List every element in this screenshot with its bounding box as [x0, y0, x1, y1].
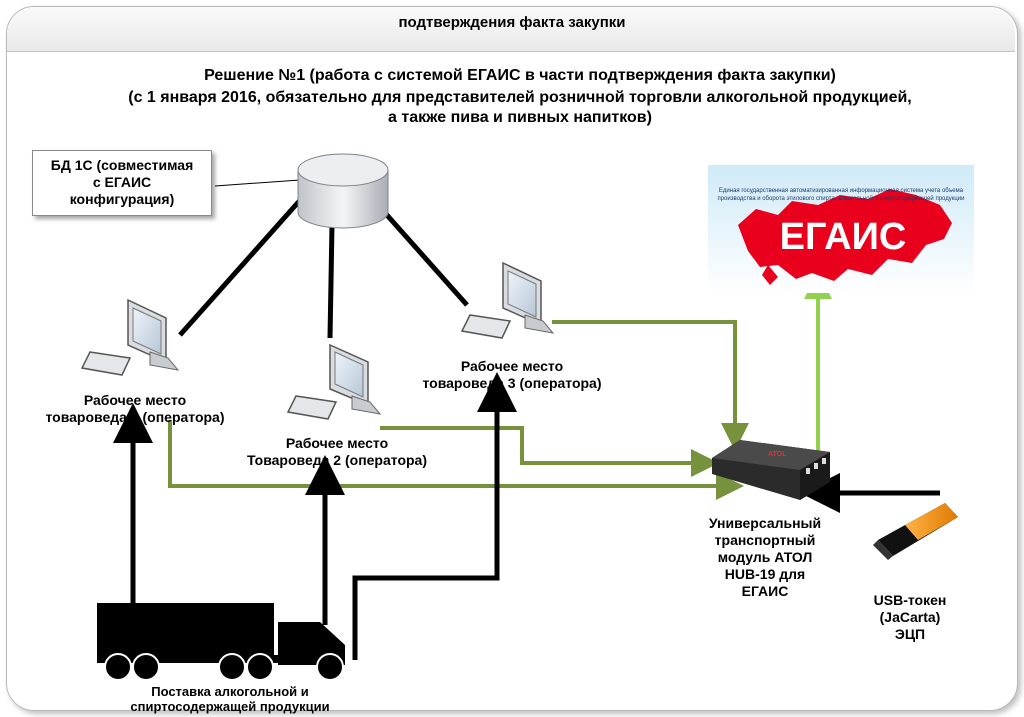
db-link-ws2	[327, 224, 335, 339]
workstation-1-label-line2: товароведа 1 (оператора)	[45, 409, 225, 425]
callout-pointer	[214, 179, 301, 187]
usb-token-label-line1: USB-токен	[873, 592, 947, 608]
hub-label-line4: HUB-19 для	[724, 566, 806, 582]
solution-title-line1: Решение №1 (работа с системой ЕГАИС в ча…	[204, 67, 836, 84]
egais-caption-line1: Единая государственная автоматизированна…	[718, 188, 964, 194]
database-label-line2: с ЕГАИС	[92, 174, 152, 190]
workstation-1-label: Рабочее место товароведа 1 (оператора)	[20, 392, 250, 426]
workstation-3-icon	[460, 261, 555, 339]
db-links	[178, 179, 469, 339]
truck-label: Поставка алкогольной и спиртосодержащей …	[110, 684, 350, 714]
truck-label-line1: Поставка алкогольной и	[151, 684, 309, 699]
truck-to-ws3-line	[352, 372, 517, 660]
db-link-ws1	[178, 196, 304, 337]
hub-label-line2: транспортный	[714, 532, 816, 548]
usb-token-label-line2: (JaCarta)	[879, 609, 941, 625]
workstation-3-label-line1: Рабочее место	[460, 358, 564, 374]
page-title: подтверждения факта закупки	[398, 14, 626, 31]
hub-label-line5: ЕГАИС	[741, 583, 789, 599]
egais-map-picture	[708, 165, 974, 293]
database-label-line3: конфигурация)	[69, 191, 175, 207]
truck-label-line2: спиртосодержащей продукции	[130, 699, 330, 714]
solution-title-line2: (с 1 января 2016, обязательно для предст…	[128, 89, 912, 106]
workstation-2-label: Рабочее место Товароведа 2 (оператора)	[217, 435, 457, 469]
egais-logo-panel: Единая государственная автоматизированна…	[708, 165, 974, 293]
usb-token-label-line3: ЭЦП	[894, 626, 926, 642]
workstation-1-icon	[80, 298, 180, 376]
ws3-to-hub-line	[552, 320, 749, 451]
hub-device-label: ATOL	[768, 451, 787, 458]
usb-token-icon	[873, 503, 958, 560]
database-icon	[297, 153, 389, 229]
truck-icon	[97, 603, 345, 681]
database-callout: БД 1С (совместимая с ЕГАИС конфигурация)	[32, 150, 212, 216]
egais-caption-line2: производства и оборота этилового спирта,…	[717, 196, 965, 202]
workstation-2-label-line1: Рабочее место	[285, 435, 389, 451]
workstation-3-label-line2: товароведа 3 (оператора)	[422, 375, 602, 391]
hub-label-line3: модуль АТОЛ	[717, 549, 813, 565]
delivery-links	[113, 372, 940, 660]
hub-label-line1: Универсальный	[708, 515, 822, 531]
header-band	[7, 7, 1015, 52]
workstation-2-icon	[286, 343, 382, 420]
workstation-3-label: Рабочее место товароведа 3 (оператора)	[392, 358, 632, 392]
hub-device-icon: ATOL	[712, 440, 830, 500]
ws2-to-hub-line	[380, 426, 719, 477]
db-link-ws3	[376, 203, 469, 307]
egais-logo-text: ЕГАИС	[779, 216, 907, 258]
usb-token-label: USB-токен (JaCarta) ЭЦП	[850, 592, 970, 643]
data-links-to-hub	[168, 320, 749, 500]
workstation-2-label-line2: Товароведа 2 (оператора)	[247, 452, 427, 468]
database-label-line1: БД 1С (совместимая	[50, 157, 194, 173]
solution-title-line3: а также пива и пивных напитков)	[388, 109, 652, 126]
slide-frame	[6, 6, 1018, 711]
hub-label: Универсальный транспортный модуль АТОЛ H…	[680, 515, 850, 600]
ws1-to-hub-line	[168, 420, 744, 500]
workstation-1-label-line1: Рабочее место	[83, 392, 187, 408]
